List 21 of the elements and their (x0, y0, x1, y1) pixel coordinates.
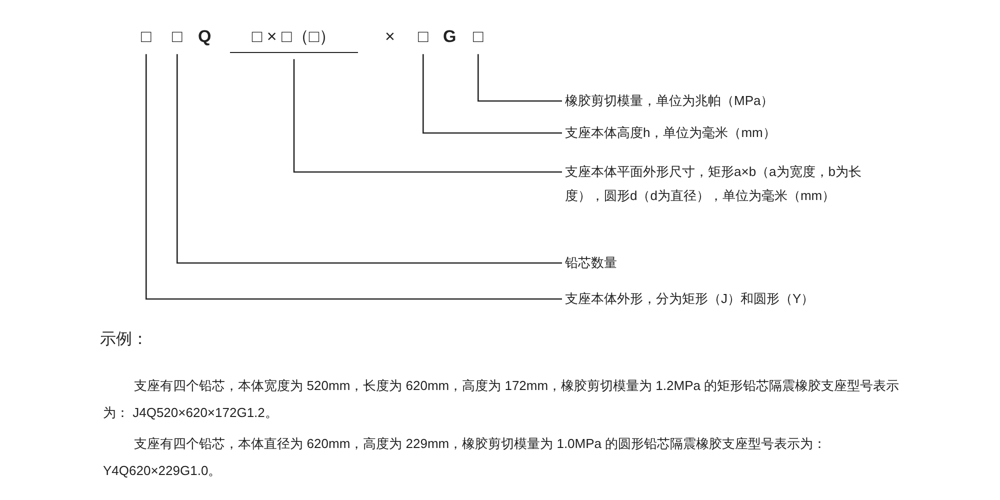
leader-line (176, 54, 562, 264)
description-text: 支座本体外形，分为矩形（J）和圆形（Y） (565, 287, 814, 312)
placeholder-symbol: □ (141, 26, 152, 48)
multiply-sign: × (385, 26, 395, 48)
code-letter: Q (198, 26, 212, 48)
leader-line (145, 54, 562, 300)
description-text: 橡胶剪切模量，单位为兆帕（MPa） (565, 89, 774, 114)
size-placeholder-group: □ × □（□） (230, 26, 358, 54)
description-text: 支座本体平面外形尺寸，矩形a×b（a为宽度，b为长度），圆形d（d为直径），单位为毫米（mm） (565, 160, 895, 208)
code-letter: G (443, 26, 456, 48)
leader-line (293, 59, 562, 173)
placeholder-symbol: □ (172, 26, 182, 48)
example-paragraph: 支座有四个铅芯，本体直径为 620mm，高度为 229mm，橡胶剪切模量为 1.0MPa 的圆形铅芯隔震橡胶支座型号表示为： Y4Q620×229G1.0。 (103, 435, 828, 480)
placeholder-symbol: □ (473, 26, 484, 48)
leader-line (422, 54, 562, 134)
section-heading: 示例： (100, 330, 148, 350)
placeholder-symbol: □ (418, 26, 428, 48)
description-text: 支座本体高度h，单位为毫米（mm） (565, 121, 776, 146)
leader-line (478, 54, 562, 102)
example-paragraph: 支座有四个铅芯，本体宽度为 520mm，长度为 620mm，高度为 172mm，橡胶剪切模量为 1.2MPa 的矩形铅芯隔震橡胶支座型号表示为： J4Q520×620×172G1.2。 (103, 377, 900, 422)
description-text: 铅芯数量 (565, 251, 617, 276)
